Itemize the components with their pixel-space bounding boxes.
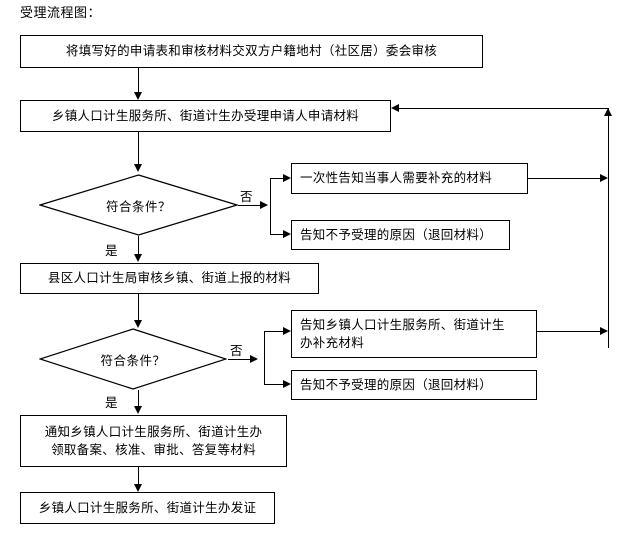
edge-label-yes-one: 是 xyxy=(105,243,118,258)
node-notify-collect-lines: 通知乡镇人口计生服务所、街道计生办 领取备案、核准、审批、答复等材料 xyxy=(45,423,263,459)
page-title: 受理流程图： xyxy=(20,6,102,21)
connector-collect-to-issue xyxy=(138,467,139,489)
node-notify-supplement-office-line2: 办补充材料 xyxy=(300,335,365,350)
node-notify-collect: 通知乡镇人口计生服务所、街道计生办 领取备案、核准、审批、答复等材料 xyxy=(20,415,287,467)
node-decision-two-label: 符合条件？ xyxy=(100,352,166,368)
arrowhead-collect-to-issue xyxy=(134,484,142,492)
arrowhead-submit-to-township xyxy=(134,92,142,100)
node-notify-supplement-office-line1: 告知乡镇人口计生服务所、街道计生 xyxy=(300,316,505,332)
node-notify-reject-one: 告知不予受理的原因（退回材料） xyxy=(291,220,510,250)
node-decision-one-label: 符合条件？ xyxy=(105,198,171,214)
node-notify-reject-one-label: 告知不予受理的原因（退回材料） xyxy=(300,226,493,242)
edge-label-no-one: 否 xyxy=(240,189,253,204)
decision-one-shape xyxy=(39,174,238,236)
node-submit-application: 将填写好的申请表和审核材料交双方户籍地村（社区居）委会审核 xyxy=(20,35,483,68)
edge-label-no-two: 否 xyxy=(230,343,243,358)
node-county-review: 县区人口计生局审核乡镇、街道上报的材料 xyxy=(20,263,319,294)
node-township-accept-label: 乡镇人口计生服务所、街道计生办受理申请人申请材料 xyxy=(51,107,360,123)
arrowhead-township-to-decision-one xyxy=(134,164,142,172)
feedback-return-horizontal xyxy=(399,108,609,109)
decision-two-shape xyxy=(39,328,227,390)
arrowhead-to-notify-supplement-party xyxy=(283,174,291,182)
arrowhead-decision-one-yes xyxy=(134,254,142,262)
node-notify-collect-line2: 领取备案、核准、审批、答复等材料 xyxy=(51,442,256,457)
node-notify-supplement-office: 告知乡镇人口计生服务所、街道计生 办补充材料 xyxy=(291,310,537,358)
node-notify-reject-two-label: 告知不予受理的原因（退回材料） xyxy=(300,376,493,392)
arrowhead-county-to-decision-two xyxy=(134,320,142,328)
node-township-accept: 乡镇人口计生服务所、街道计生办受理申请人申请材料 xyxy=(20,100,391,132)
arrowhead-to-notify-supplement-office xyxy=(283,327,291,335)
arrowhead-return-to-township xyxy=(391,104,399,112)
connector-supplement-party-to-rail xyxy=(528,178,600,179)
feedback-rail-vertical xyxy=(608,108,609,348)
node-decision-two: 符合条件？ xyxy=(39,328,227,390)
node-county-review-label: 县区人口计生局审核乡镇、街道上报的材料 xyxy=(47,270,292,286)
split-bar-decision-one xyxy=(270,178,271,234)
arrowhead-decision-two-no xyxy=(250,355,258,363)
connector-decision-two-to-notify-reject-two xyxy=(264,384,283,385)
node-notify-supplement-party: 一次性告知当事人需要补充的材料 xyxy=(291,163,528,194)
node-issue-certificate-label: 乡镇人口计生服务所、街道计生办发证 xyxy=(38,499,257,515)
node-decision-one: 符合条件？ xyxy=(39,174,238,236)
node-notify-supplement-party-label: 一次性告知当事人需要补充的材料 xyxy=(300,170,493,186)
node-notify-collect-line1: 通知乡镇人口计生服务所、街道计生办 xyxy=(44,423,263,439)
node-submit-application-label: 将填写好的申请表和审核材料交双方户籍地村（社区居）委会审核 xyxy=(65,43,438,59)
arrowhead-decision-two-yes xyxy=(134,406,142,414)
connector-county-to-decision-two xyxy=(138,294,139,320)
arrowhead-to-notify-reject-two xyxy=(283,380,291,388)
arrowhead-decision-one-no xyxy=(260,201,268,209)
connector-decision-two-yes xyxy=(138,390,139,412)
arrowhead-supplement-office-to-rail xyxy=(600,327,608,335)
connector-decision-two-no xyxy=(228,359,250,360)
node-issue-certificate: 乡镇人口计生服务所、街道计生办发证 xyxy=(20,492,275,524)
arrowhead-to-notify-reject-one xyxy=(283,230,291,238)
connector-decision-two-to-notify-office xyxy=(264,331,283,332)
node-notify-reject-two: 告知不予受理的原因（退回材料） xyxy=(291,370,537,400)
connector-decision-one-no xyxy=(238,205,260,206)
arrowhead-supplement-party-to-rail xyxy=(600,174,608,182)
connector-decision-one-to-notify-supplement xyxy=(270,178,283,179)
edge-label-yes-two: 是 xyxy=(105,395,118,410)
node-notify-supplement-office-lines: 告知乡镇人口计生服务所、街道计生 办补充材料 xyxy=(300,316,505,352)
connector-decision-one-yes xyxy=(138,236,139,260)
connector-supplement-office-to-rail xyxy=(537,331,600,332)
split-bar-decision-two xyxy=(264,331,265,384)
connector-township-to-decision-one xyxy=(138,132,139,164)
arrowhead-rail-up xyxy=(604,108,612,116)
connector-decision-one-to-notify-reject xyxy=(270,234,283,235)
connector-submit-to-township xyxy=(138,68,139,92)
